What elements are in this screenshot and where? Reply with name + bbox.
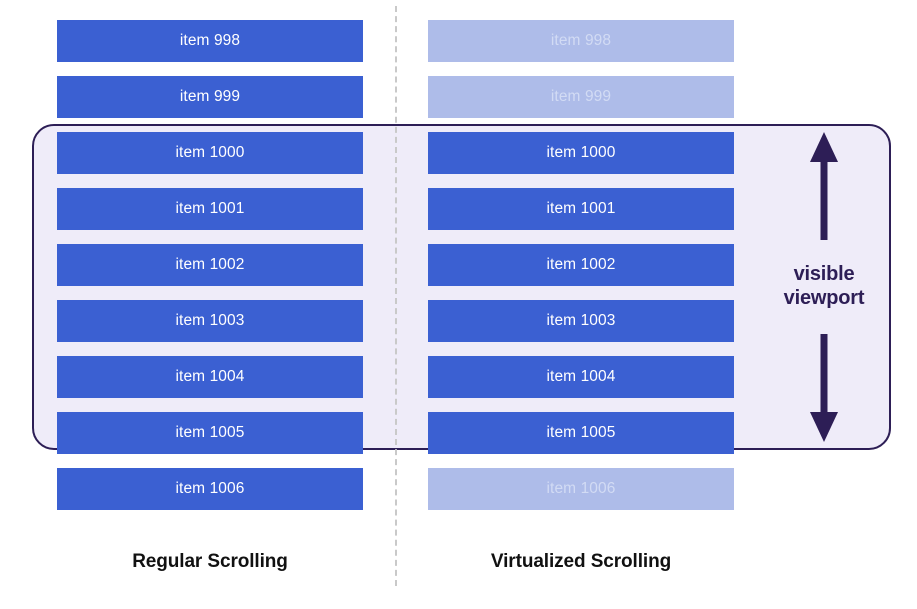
- list-item[interactable]: item 1002: [428, 244, 734, 286]
- list-item-label: item 1004: [175, 368, 245, 386]
- column-virtualized-scrolling: item 998 item 999 item 1000 item 1001 item 1…: [428, 0, 734, 609]
- list-item-label: item 1003: [546, 312, 616, 330]
- column-regular-scrolling: item 998 item 999 item 1000 item 1001 item 1…: [57, 0, 363, 609]
- list-item-label: item 1002: [175, 256, 245, 274]
- list-item[interactable]: item 1004: [428, 356, 734, 398]
- arrow-down-icon: [810, 334, 838, 442]
- list-item-label: item 1001: [546, 200, 616, 218]
- list-item[interactable]: item 1000: [428, 132, 734, 174]
- list-item[interactable]: item 1001: [57, 188, 363, 230]
- list-item-label: item 1006: [546, 480, 616, 498]
- list-item-label: item 998: [550, 32, 612, 50]
- list-item[interactable]: item 1005: [57, 412, 363, 454]
- list-item-label: item 1001: [175, 200, 245, 218]
- list-item[interactable]: item 1003: [57, 300, 363, 342]
- list-item-label: item 999: [550, 88, 612, 106]
- list-item-label: item 1005: [546, 424, 616, 442]
- list-item-label: item 1004: [546, 368, 616, 386]
- viewport-caption: visible viewport: [784, 263, 865, 310]
- list-item-label: item 999: [179, 88, 241, 106]
- list-item[interactable]: item 1002: [57, 244, 363, 286]
- caption-regular-scrolling: Regular Scrolling: [132, 551, 288, 572]
- list-item[interactable]: item 1006: [428, 468, 734, 510]
- column-divider: [395, 6, 397, 586]
- list-item-label: item 1006: [175, 480, 245, 498]
- list-item[interactable]: item 1003: [428, 300, 734, 342]
- list-item[interactable]: item 999: [57, 76, 363, 118]
- viewport-caption-line2: viewport: [783, 287, 865, 309]
- list-item[interactable]: item 1001: [428, 188, 734, 230]
- list-item-label: item 1002: [546, 256, 616, 274]
- list-item[interactable]: item 998: [57, 20, 363, 62]
- viewport-caption-line1: visible: [793, 263, 855, 286]
- list-item-label: item 1000: [546, 144, 616, 162]
- list-item[interactable]: item 998: [428, 20, 734, 62]
- list-item-label: item 998: [179, 32, 241, 50]
- list-item-label: item 1000: [175, 144, 245, 162]
- list-item[interactable]: item 1005: [428, 412, 734, 454]
- list-item[interactable]: item 1006: [57, 468, 363, 510]
- visible-viewport-annotation: visible viewport: [756, 130, 892, 444]
- list-item[interactable]: item 1004: [57, 356, 363, 398]
- list-item-label: item 1005: [175, 424, 245, 442]
- arrow-up-icon: [810, 132, 838, 240]
- list-item-label: item 1003: [175, 312, 245, 330]
- list-item[interactable]: item 1000: [57, 132, 363, 174]
- caption-virtualized-scrolling: Virtualized Scrolling: [490, 551, 672, 572]
- list-item[interactable]: item 999: [428, 76, 734, 118]
